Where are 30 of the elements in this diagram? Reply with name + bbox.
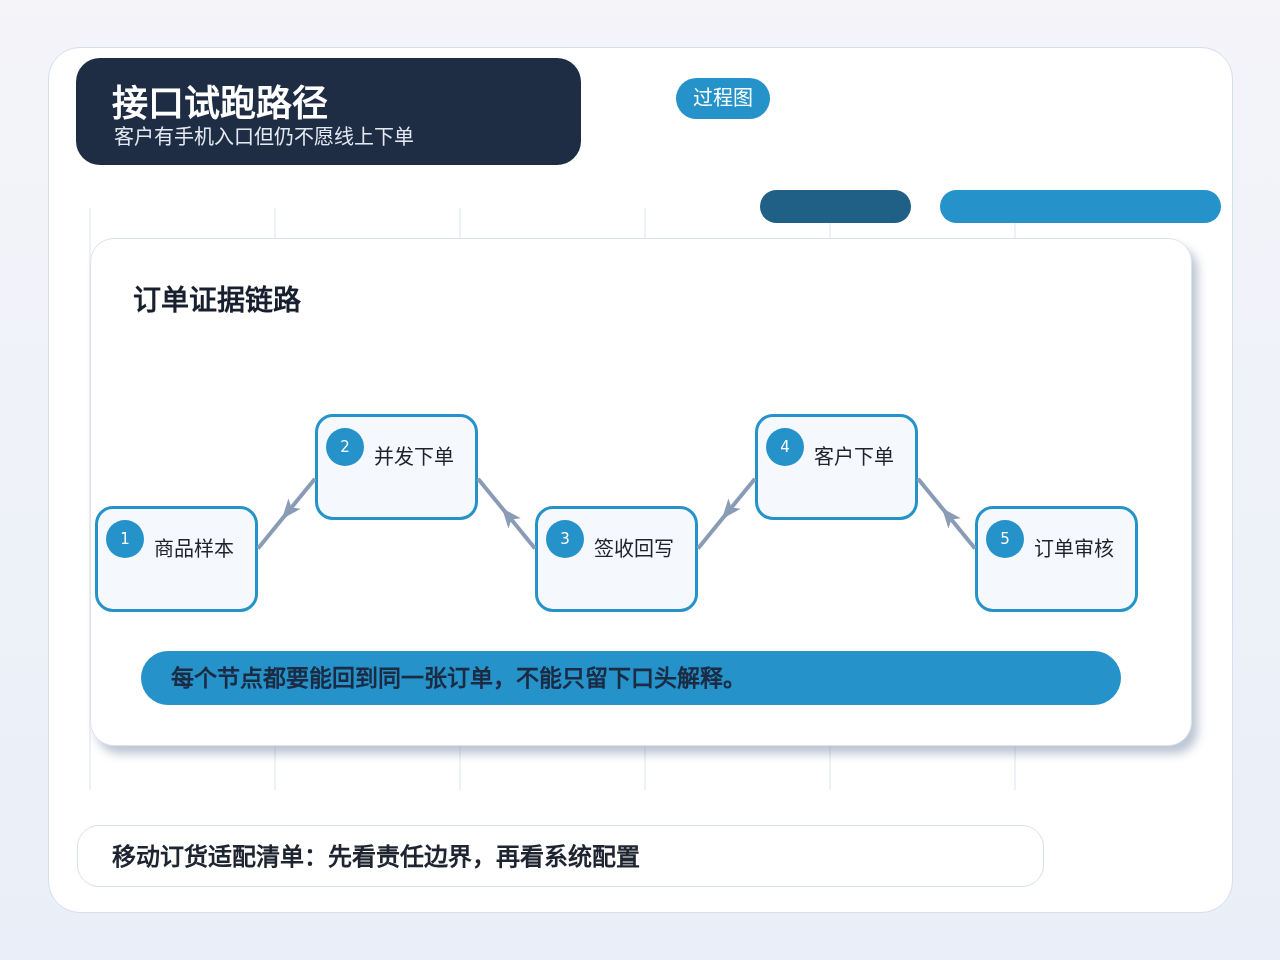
step-label: 商品样本: [154, 536, 234, 563]
rounded-bar: [760, 190, 911, 223]
step-label: 签收回写: [594, 536, 674, 563]
diagram-title: 接口试跑路径: [112, 82, 328, 126]
step-box: [315, 414, 478, 520]
arrow: [256, 477, 317, 550]
rounded-bar: [940, 190, 1221, 223]
step-box: [975, 506, 1138, 612]
step-number-badge: 3: [546, 520, 584, 558]
note-text: 移动订货适配清单：先看责任边界，再看系统配置: [112, 842, 640, 872]
arrow: [696, 477, 757, 550]
step-label: 订单审核: [1034, 536, 1114, 563]
step-box: [95, 506, 258, 612]
callout-text: 每个节点都要能回到同一张订单，不能只留下口头解释。: [171, 664, 746, 692]
step-label: 并发下单: [374, 444, 454, 471]
step-number-badge: 5: [986, 520, 1024, 558]
arrow: [476, 477, 537, 550]
step-number-badge: 4: [766, 428, 804, 466]
step-number-badge: 1: [106, 520, 144, 558]
step-number-badge: 2: [326, 428, 364, 466]
step-label: 客户下单: [814, 444, 894, 471]
step-box: [535, 506, 698, 612]
callout-band: [141, 651, 1121, 705]
arrow: [916, 477, 977, 550]
step-box: [755, 414, 918, 520]
note-box: [77, 825, 1044, 887]
section-heading: 订单证据链路: [133, 283, 301, 319]
content-card: [90, 238, 1192, 746]
subtitle: 客户有手机入口但仍不愿线上下单: [114, 124, 414, 150]
category-tag: 过程图: [676, 78, 770, 119]
